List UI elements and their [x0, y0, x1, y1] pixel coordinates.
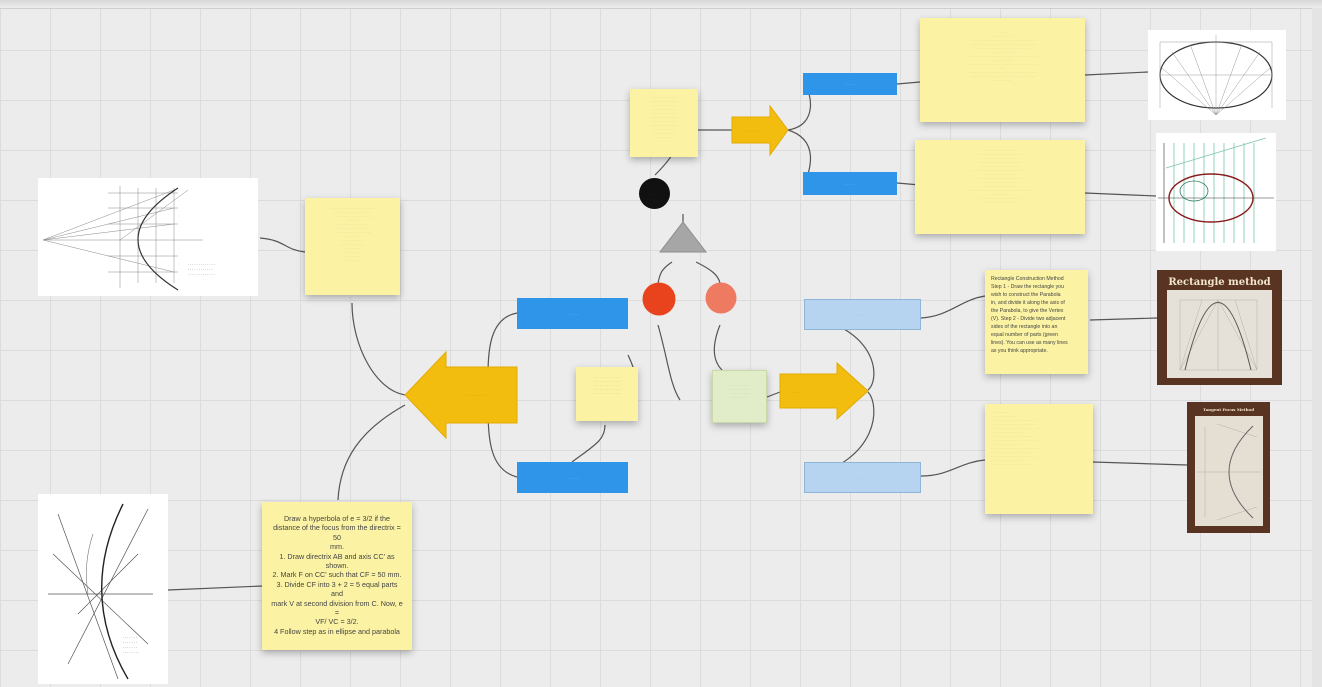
rectangle-method-title: Rectangle method	[1168, 277, 1271, 288]
connector	[337, 404, 406, 501]
blue-box-top-lower[interactable]: · · · · · ·	[803, 172, 897, 195]
svg-text:· · · · · · ·: · · · · · · ·	[123, 646, 137, 650]
connector	[1084, 71, 1149, 76]
sticky-note-ellipse-steps[interactable]: · · · · · · · · · · · · · · · · · · · · …	[915, 140, 1085, 234]
svg-text:· · · · · · · · · · · · ·: · · · · · · · · · · · · ·	[188, 273, 215, 277]
note-line: equal number of parts (green	[991, 332, 1058, 338]
image-hyperbola-construction[interactable]: · · · · · · · · · · · · · · · · · · · · …	[38, 494, 168, 684]
note-line: VF/ VC = 3/2.	[315, 617, 359, 627]
svg-text:· · · · · · · · · ·: · · · · · · · · · ·	[741, 129, 759, 133]
note-line: 3. Divide CF into 3 + 2 = 5 equal parts	[276, 579, 398, 589]
connector	[896, 81, 921, 85]
connector	[657, 261, 673, 284]
sticky-note-hyperbola-steps[interactable]: · · · · · · · · · · · · · · · · · · · · …	[305, 198, 400, 295]
connector	[259, 237, 306, 253]
note-line: and	[331, 589, 343, 599]
note-line: 50	[333, 532, 341, 542]
svg-text:· · · · · · · ·: · · · · · · · ·	[790, 390, 804, 394]
red-circle-icon	[642, 282, 676, 316]
blue-box-left-upper[interactable]: · · · · · · ·	[517, 298, 628, 329]
connector	[1089, 317, 1158, 321]
image-rectangle-method[interactable]: Rectangle method	[1157, 270, 1282, 385]
connector	[571, 424, 606, 463]
image-tangent-method[interactable]: Tangent Focus Method	[1187, 402, 1270, 533]
vertical-scrollbar[interactable]	[1312, 8, 1322, 687]
note-line: =	[334, 608, 340, 618]
right-arrow-shape-lower	[779, 361, 869, 421]
note-line: Draw a hyperbola of e = 3/2 if the	[283, 514, 391, 523]
svg-text:· · · · · · · · · · · · ·: · · · · · · · · · · · · ·	[188, 263, 215, 267]
sticky-note-tangent-method[interactable]: · · · · · · · · · · · · · · · · · · · · …	[985, 404, 1093, 514]
blue-box-top-upper[interactable]: · · · · · ·	[803, 73, 897, 95]
image-ellipse-oblong[interactable]	[1156, 133, 1276, 251]
parabola-diagram: · · · · · · · · · · · · · · · · · · · · …	[42, 186, 215, 291]
connector	[1084, 192, 1157, 197]
note-line: 1. Draw directrix AB and axis CC' as	[279, 551, 395, 561]
tangent-method-title: Tangent Focus Method	[1202, 407, 1255, 412]
connector	[351, 302, 406, 396]
light-blue-box-lower[interactable]: · · · · · ·	[804, 462, 921, 493]
light-blue-box-upper[interactable]: · · · · · ·	[804, 299, 921, 330]
left-arrow-shape	[404, 350, 518, 440]
svg-text:· · · · · · · · · · · ·: · · · · · · · · · · · ·	[188, 268, 213, 272]
connector	[695, 261, 721, 284]
connector	[766, 391, 781, 398]
sticky-note-top[interactable]: · · · · · · · · · · · · · · · · · · · · …	[630, 89, 698, 157]
right-arrow-shape-upper	[731, 104, 789, 157]
grey-triangle-icon	[658, 221, 708, 253]
svg-text:· · · · · · · · · · · · · · ·: · · · · · · · · · · · · · · · ·	[461, 393, 490, 397]
connector	[657, 324, 681, 401]
salmon-circle-icon	[705, 282, 737, 314]
note-line: in, and divide it along the axis of	[991, 300, 1065, 306]
note-line: Rectangle Construction Method	[991, 276, 1064, 282]
svg-text:· · ·: · · ·	[648, 192, 653, 196]
note-line: distance of the focus from the directrix…	[273, 523, 401, 533]
sticky-note-center[interactable]: · · · · · · · · · · · · · · · · · · · · …	[576, 367, 638, 421]
note-line: 2. Mark F on CC' such that CF = 50 mm.	[272, 570, 402, 580]
svg-text:· · · · · · ·: · · · · · · ·	[123, 636, 137, 640]
ellipse-oblong-diagram	[1158, 137, 1274, 243]
connector	[920, 295, 986, 319]
svg-text:· · · · · · ·: · · · · · · ·	[123, 641, 137, 645]
note-line: shown.	[325, 561, 349, 571]
sticky-note-rectangle-method[interactable]: Rectangle Construction Method Step 1 - D…	[985, 270, 1088, 374]
connector	[487, 312, 518, 376]
black-circle-icon: · · ·	[639, 178, 670, 209]
svg-text:· · · · · · · ·: · · · · · · · ·	[123, 651, 139, 655]
sticky-note-hyperbola-construction[interactable]: Draw a hyperbola of e = 3/2 if the dista…	[262, 502, 412, 650]
ellipse-arcs-diagram	[1159, 35, 1273, 116]
hyperbola-diagram: · · · · · · · · · · · · · · · · · · · · …	[48, 503, 153, 680]
note-line: mm.	[330, 542, 344, 552]
note-line: lines). You can use as many lines	[991, 340, 1068, 346]
tangent-method-drawing	[1195, 416, 1263, 526]
note-line: wish to construct the Parabola	[991, 292, 1061, 298]
note-line: Step 1 - Draw the rectangle you	[991, 284, 1064, 290]
sticky-note-ellipse-arcs[interactable]: · · · · · · · · · · · · · · · · · · · · …	[920, 18, 1085, 122]
connector	[1092, 461, 1188, 466]
note-line: as you think appropriate.	[991, 348, 1048, 354]
blue-box-left-lower[interactable]: · · · · · · ·	[517, 462, 628, 493]
top-toolbar	[0, 0, 1322, 9]
image-ellipse-arcs[interactable]	[1148, 30, 1286, 120]
connector	[920, 459, 986, 477]
connector	[167, 585, 263, 591]
rectangle-method-drawing	[1167, 290, 1272, 378]
connector	[713, 324, 723, 371]
note-line: (V). Step 2 - Divide two adjacent	[991, 316, 1066, 322]
sticky-note-green[interactable]: · · · · · · · · · · · · · · · · · · · · …	[712, 370, 767, 423]
image-parabola-construction[interactable]: · · · · · · · · · · · · · · · · · · · · …	[38, 178, 258, 296]
note-line: 4 Follow step as in ellipse and parabola	[274, 626, 400, 636]
note-line: sides of the rectangle into an	[991, 324, 1058, 330]
note-line: mark V at second division from C. Now, e	[271, 598, 403, 608]
note-line: the Parabola, to give the Vertex	[991, 308, 1064, 314]
